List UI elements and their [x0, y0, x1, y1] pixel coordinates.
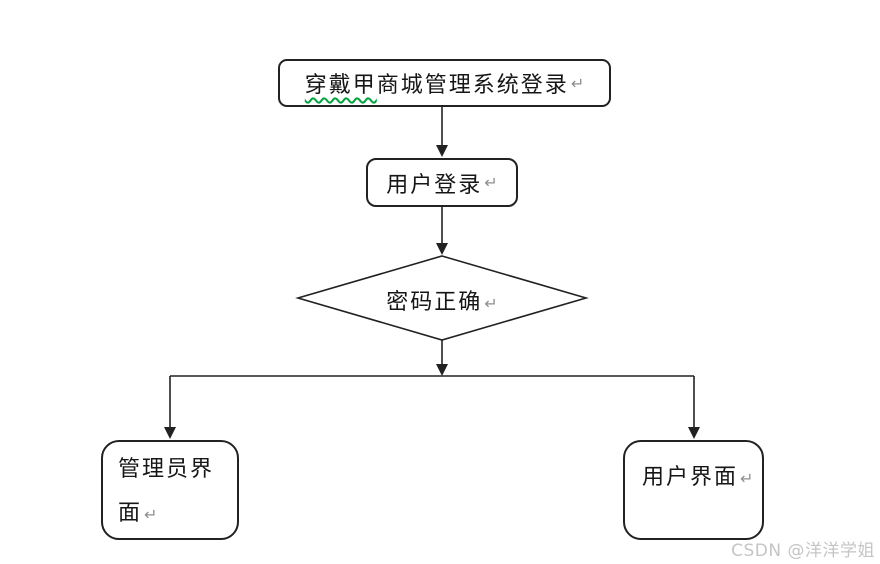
watermark: CSDN @洋洋学姐 [731, 541, 875, 561]
arrowhead-decision [436, 243, 448, 255]
return-mark-icon: ↵ [484, 173, 498, 192]
decision-node-label: 密码正确 [386, 290, 483, 315]
return-mark-icon: ↵ [484, 294, 498, 313]
user-node: 用户界面↵ [623, 440, 764, 540]
start-node: 穿戴甲商城管理系统登录↵ [278, 59, 611, 107]
admin-node-label: 管理员界面 [118, 457, 215, 526]
arrowhead-branch [436, 364, 448, 376]
return-mark-icon: ↵ [740, 469, 754, 488]
decision-node: 密码正确↵ [302, 284, 582, 316]
admin-node-text: 管理员界面↵ [118, 448, 220, 537]
login-node-label: 用户登录 [386, 172, 483, 198]
arrowhead-login [436, 145, 448, 157]
user-node-label: 用户界面 [642, 465, 739, 490]
arrowhead-admin [164, 427, 176, 439]
start-node-label-rest: 商城管理系统登录 [376, 73, 569, 98]
start-node-label-underlined: 穿戴甲 [304, 73, 377, 98]
return-mark-icon: ↵ [570, 73, 585, 93]
admin-node: 管理员界面↵ [101, 440, 239, 540]
arrowhead-user [688, 427, 700, 439]
user-node-text: 用户界面↵ [642, 457, 762, 500]
return-mark-icon: ↵ [144, 505, 158, 524]
login-node: 用户登录↵ [366, 158, 518, 207]
